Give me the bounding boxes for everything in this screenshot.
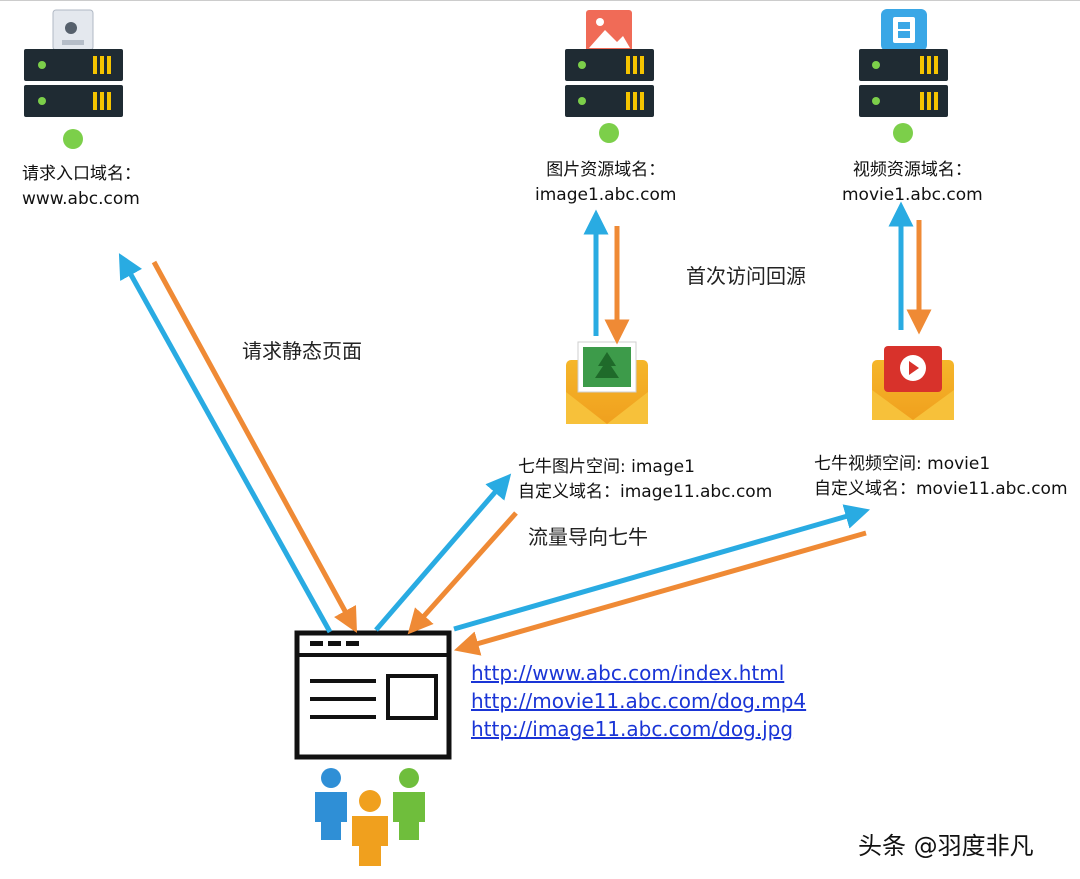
arrows [118,201,932,656]
html-file-icon [52,9,94,51]
entry-label-title: 请求入口域名： [22,164,141,184]
entry-label-domain: www.abc.com [22,189,140,209]
image-server [565,10,654,143]
status-dot [63,129,83,149]
movie-request-arrow [453,504,871,632]
server-rack-icon [24,49,123,117]
qiniu-image-label: 七牛图片空间: image1 自定义域名：image11.abc.com [518,455,772,505]
movie-server [859,9,948,143]
image-file-icon [586,10,632,52]
page-response-arrow [151,260,358,633]
entry-server [24,9,123,149]
film-file-icon [881,9,927,51]
users-group-icon [315,768,425,866]
status-dot [599,123,619,143]
resource-links: http://www.abc.com/index.html http://mov… [471,659,806,743]
watermark: 头条 @羽度非凡 [858,832,1034,860]
server-rack-icon [565,49,654,117]
request-page-arrow [118,253,333,634]
image-request-arrow [374,473,512,632]
browser-window-icon [294,630,452,760]
first-fetch-annotation: 首次访问回源 [686,264,806,288]
qiniu-image-space: 七牛图片空间: image1 [518,457,695,477]
request-static-annotation: 请求静态页面 [242,339,362,363]
movie-label-title: 视频资源域名： [852,160,972,180]
image-server-label: 图片资源域名： image1.abc.com [535,158,676,208]
entry-server-label: 请求入口域名： www.abc.com [22,162,141,212]
image-label-domain: image1.abc.com [535,185,677,205]
movie-response-arrow [453,530,867,656]
image-response-arrow [407,511,518,635]
server-rack-icon [859,49,948,117]
status-dot [893,123,913,143]
image-label-title: 图片资源域名： [546,160,666,180]
movie-server-label: 视频资源域名： movie1.abc.com [842,158,983,208]
qiniu-image-domain: 自定义域名：image11.abc.com [518,482,773,502]
qiniu-movie-domain: 自定义域名：movie11.abc.com [814,479,1068,499]
traffic-to-qiniu-annotation: 流量导向七牛 [528,525,648,549]
movie-label-domain: movie1.abc.com [842,185,983,205]
qiniu-image-envelope-icon [566,341,648,424]
link-index-html[interactable]: http://www.abc.com/index.html [471,661,785,685]
link-dog-jpg[interactable]: http://image11.abc.com/dog.jpg [471,717,794,741]
qiniu-movie-label: 七牛视频空间: movie1 自定义域名：movie11.abc.com [814,452,1068,502]
link-dog-mp4[interactable]: http://movie11.abc.com/dog.mp4 [471,689,807,713]
qiniu-movie-space: 七牛视频空间: movie1 [814,454,991,474]
qiniu-movie-envelope-icon [872,346,954,420]
